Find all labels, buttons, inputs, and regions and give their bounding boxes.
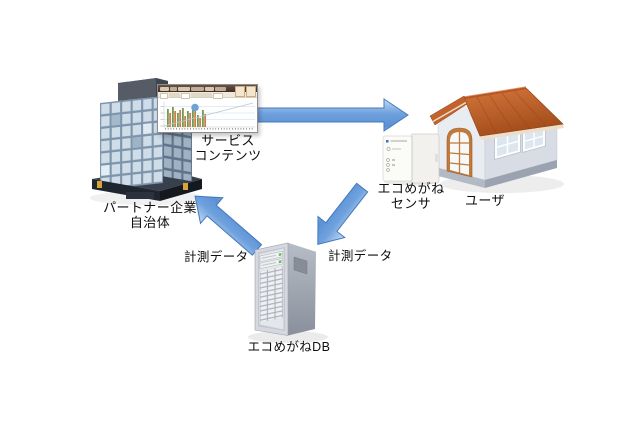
dashboard-toolbar <box>158 92 257 99</box>
dashboard-stat-boxes <box>235 86 256 97</box>
house-roof <box>429 86 564 140</box>
dashboard-header-bar <box>158 85 257 92</box>
label-measurement-data-right: 計測データ <box>328 249 393 263</box>
arrow-db-to-partner <box>194 195 263 256</box>
label-database: エコめがねDB <box>247 340 331 354</box>
label-sensor: エコめがね センサ <box>377 181 445 212</box>
sensor-logo <box>386 140 389 143</box>
server-tower-icon <box>248 242 328 343</box>
label-user: ユーザ <box>465 193 505 208</box>
house-window <box>522 124 546 153</box>
house-icon <box>429 86 564 193</box>
chart-trend-line <box>163 102 254 127</box>
chart-bars <box>167 107 206 127</box>
label-service-contents: サービス コンテンツ <box>194 133 262 164</box>
arrow-service-to-user <box>253 98 409 132</box>
house-door <box>446 127 473 178</box>
arrow-sensor-to-db <box>317 182 369 246</box>
label-partner: パートナー企業 自治体 <box>103 200 197 231</box>
sensor-device-icon <box>382 133 440 186</box>
server-front-panel <box>259 250 283 323</box>
dashboard-screenshot <box>157 84 258 133</box>
dashboard-chart <box>160 102 255 130</box>
chart-highlight-dot <box>191 103 199 112</box>
label-measurement-data-left: 計測データ <box>184 250 249 264</box>
